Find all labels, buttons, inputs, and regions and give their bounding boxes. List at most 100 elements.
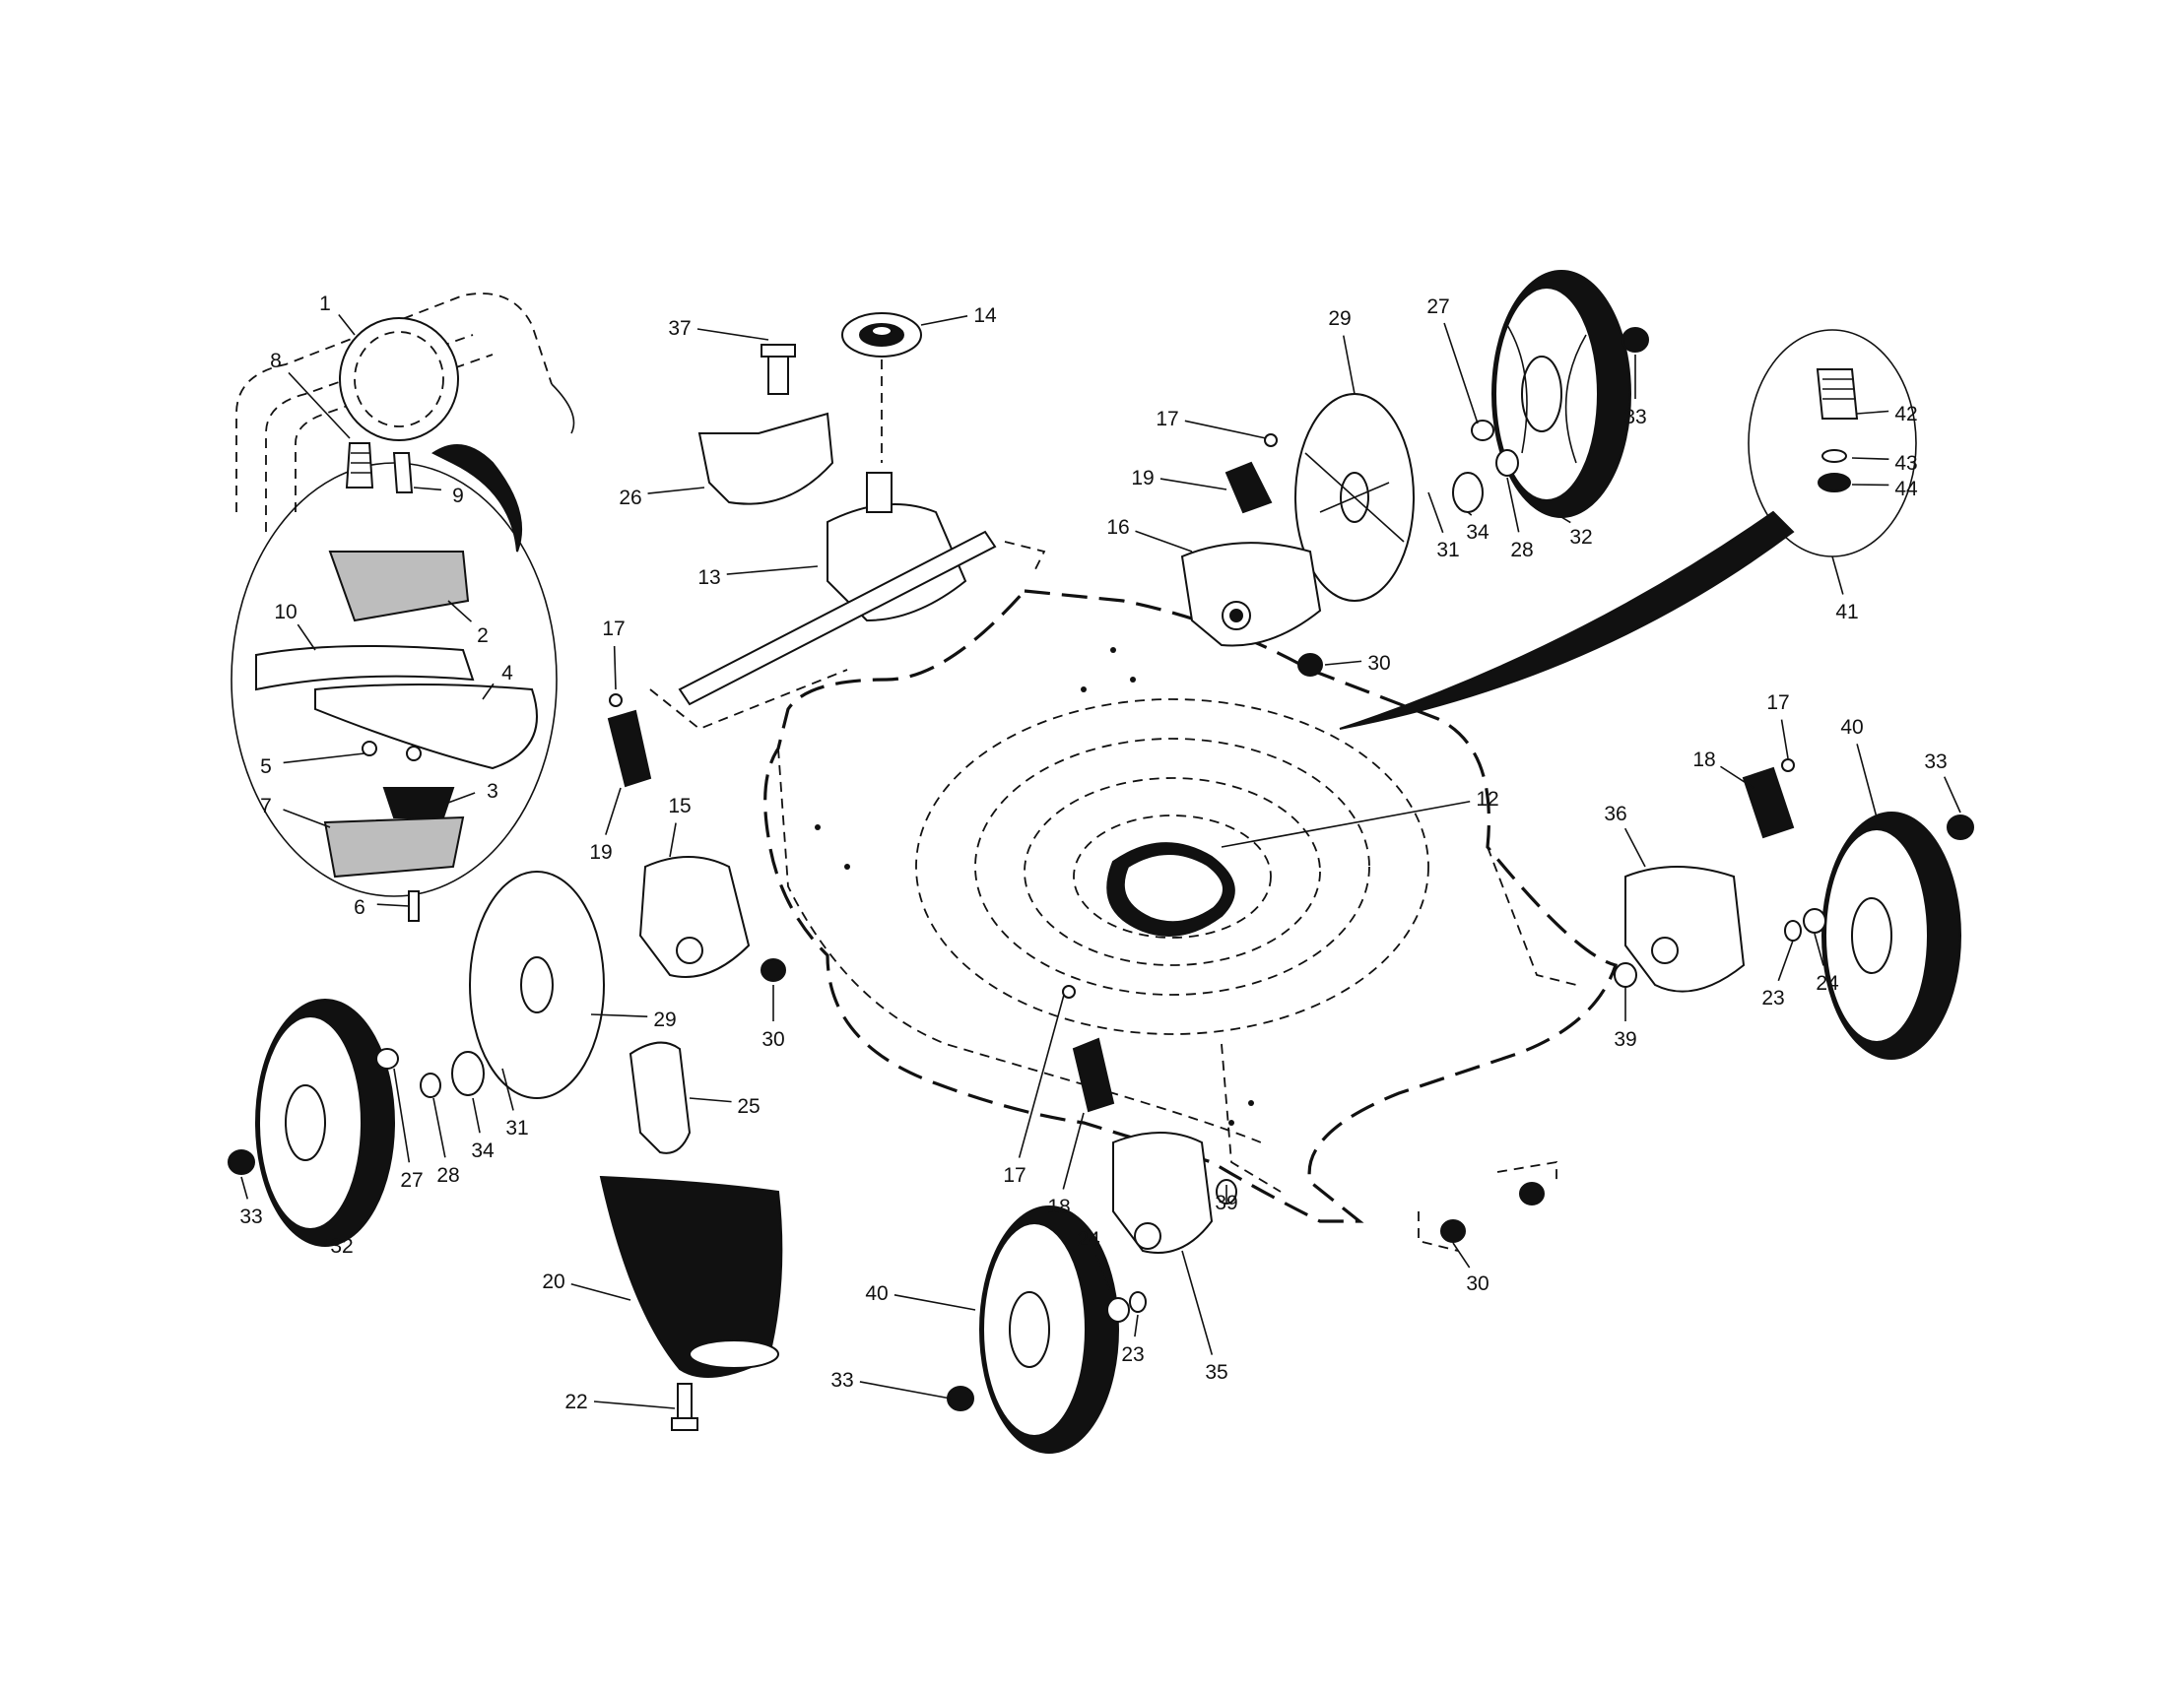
callout-label-c40b: 40 bbox=[865, 1282, 888, 1305]
lever-part-19-left bbox=[607, 709, 652, 788]
leader-c10 bbox=[297, 623, 316, 651]
callout-label-c27a: 27 bbox=[1426, 295, 1449, 318]
handle-part-1 bbox=[235, 293, 575, 532]
leader-c33c bbox=[240, 1176, 249, 1200]
leader-c15 bbox=[669, 822, 677, 858]
leader-c14 bbox=[920, 315, 968, 326]
callout-label-c20: 20 bbox=[542, 1270, 564, 1293]
leader-c43 bbox=[1851, 457, 1889, 460]
washer-part-27-top bbox=[1471, 420, 1494, 441]
leader-c17c bbox=[1780, 719, 1789, 759]
callout-label-c17b: 17 bbox=[602, 618, 625, 640]
washer-part-24-left bbox=[1106, 1297, 1130, 1323]
leader-c20 bbox=[570, 1282, 631, 1301]
leader-c4 bbox=[482, 683, 495, 700]
gear-part-34-left bbox=[451, 1051, 485, 1096]
callout-label-c15: 15 bbox=[668, 795, 691, 817]
leader-c18a bbox=[1720, 765, 1754, 789]
callout-label-c3: 3 bbox=[487, 780, 498, 803]
spacer-part-23-left bbox=[1129, 1291, 1147, 1313]
callout-label-c41: 41 bbox=[1835, 601, 1858, 623]
transmission-part-13 bbox=[649, 472, 1046, 731]
washer-part-24-right bbox=[1803, 908, 1826, 934]
callout-label-c28a: 28 bbox=[1510, 539, 1533, 561]
nut-part-33-bottom bbox=[947, 1386, 974, 1411]
callout-label-c18a: 18 bbox=[1692, 749, 1715, 771]
callout-label-c43: 43 bbox=[1894, 452, 1917, 475]
leader-lines bbox=[240, 314, 1961, 1409]
leader-c34a bbox=[1467, 511, 1473, 516]
callout-label-c32b: 32 bbox=[330, 1235, 353, 1258]
callout-label-c33b: 33 bbox=[1924, 750, 1947, 773]
leader-c3 bbox=[447, 792, 476, 804]
gear-part-34-top bbox=[1452, 472, 1484, 513]
leader-c42 bbox=[1856, 410, 1889, 415]
ring-part-39-right bbox=[1614, 962, 1637, 988]
nut-part-30-top bbox=[1297, 653, 1323, 677]
callout-label-c18b: 18 bbox=[1047, 1196, 1070, 1218]
callout-label-c33d: 33 bbox=[830, 1369, 853, 1392]
leader-c5 bbox=[283, 752, 365, 764]
lever-part-18-right bbox=[1742, 766, 1795, 839]
callout-label-c39a: 39 bbox=[1614, 1028, 1636, 1051]
leader-c16 bbox=[1135, 530, 1193, 553]
callout-label-c30b: 30 bbox=[761, 1028, 784, 1051]
callout-label-c9: 9 bbox=[452, 485, 464, 507]
leader-c6 bbox=[376, 903, 410, 907]
mower-deck bbox=[763, 589, 1619, 1223]
nut-part-30-mid bbox=[761, 958, 786, 982]
callout-label-c37: 37 bbox=[668, 317, 691, 340]
washer-part-27-left bbox=[375, 1048, 399, 1070]
pin-part-17 bbox=[609, 433, 1795, 999]
callout-label-c34a: 34 bbox=[1466, 521, 1489, 544]
callout-label-c39b: 39 bbox=[1215, 1192, 1237, 1214]
nut-part-33-left bbox=[228, 1149, 255, 1175]
leader-c36 bbox=[1623, 827, 1646, 868]
callout-label-c36: 36 bbox=[1604, 803, 1626, 825]
pulley-part-14 bbox=[841, 312, 922, 463]
rear-right-wheel-part-32 bbox=[1491, 270, 1631, 518]
callout-label-c29b: 29 bbox=[653, 1009, 676, 1031]
leader-c37 bbox=[696, 328, 769, 341]
callout-label-c26: 26 bbox=[619, 487, 641, 509]
leader-c1 bbox=[338, 314, 356, 336]
spacer-part-23-right bbox=[1784, 920, 1802, 942]
detail-oval-left bbox=[231, 444, 558, 922]
callout-label-c35: 35 bbox=[1205, 1361, 1227, 1384]
leader-c31b bbox=[501, 1068, 514, 1111]
gearbox-part-16 bbox=[1180, 542, 1322, 647]
leader-c33b bbox=[1944, 776, 1961, 814]
callout-label-c28b: 28 bbox=[436, 1164, 459, 1187]
bearing-part-28-top bbox=[1495, 449, 1519, 477]
nut-part-33-top bbox=[1621, 327, 1649, 353]
callout-label-c2: 2 bbox=[477, 624, 489, 647]
bracket-part-26 bbox=[697, 344, 834, 505]
callout-label-c27b: 27 bbox=[400, 1169, 423, 1192]
leader-c24a bbox=[1814, 933, 1824, 966]
callout-label-c13: 13 bbox=[697, 566, 720, 589]
chute-part-20 bbox=[599, 1175, 783, 1378]
callout-label-c33c: 33 bbox=[239, 1205, 262, 1228]
callout-label-c31a: 31 bbox=[1436, 539, 1459, 561]
callout-label-c23b: 23 bbox=[1121, 1343, 1144, 1366]
leader-c17a bbox=[1184, 420, 1267, 439]
leader-c35 bbox=[1181, 1250, 1214, 1355]
leader-c23a bbox=[1777, 940, 1794, 982]
height-adjuster-part-36 bbox=[1624, 866, 1746, 993]
callout-label-c5: 5 bbox=[260, 755, 272, 778]
callout-label-c19a: 19 bbox=[1131, 467, 1154, 489]
detail-oval-right bbox=[1339, 329, 1917, 730]
lever-part-18-left bbox=[1072, 1037, 1115, 1113]
deflector-part-25 bbox=[629, 1041, 692, 1154]
bolt-part-22 bbox=[671, 1383, 698, 1431]
leader-c26 bbox=[647, 487, 705, 494]
leader-c8 bbox=[288, 371, 351, 439]
leader-c24b bbox=[1094, 1254, 1114, 1299]
leader-c33d bbox=[859, 1381, 952, 1400]
callout-label-c17c: 17 bbox=[1766, 691, 1789, 714]
callout-label-c1: 1 bbox=[319, 293, 331, 315]
nut-part-30-bottom bbox=[1418, 1160, 1557, 1252]
callout-label-c25: 25 bbox=[737, 1095, 760, 1118]
callout-label-c44: 44 bbox=[1894, 478, 1918, 500]
